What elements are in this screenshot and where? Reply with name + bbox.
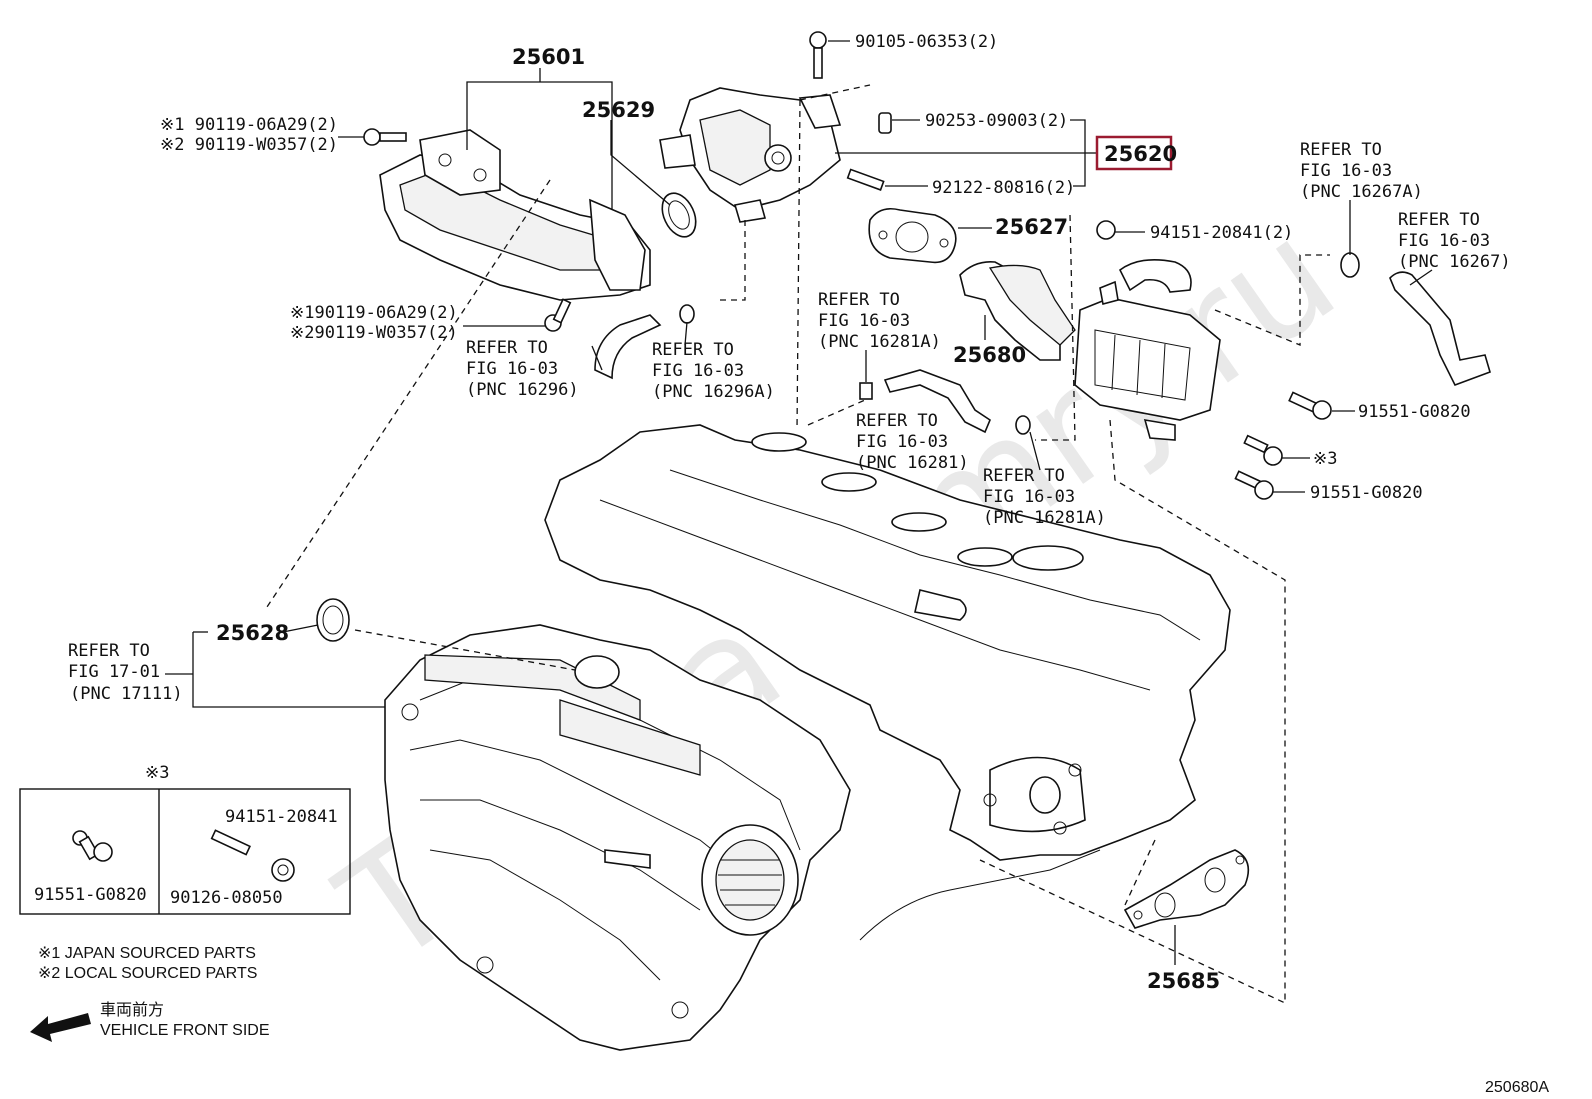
svg-text:(PNC 16296): (PNC 16296) bbox=[466, 380, 579, 400]
svg-text:FIG 16-03: FIG 16-03 bbox=[466, 359, 558, 379]
legend: ※1 JAPAN SOURCED PARTS ※2 LOCAL SOURCED … bbox=[30, 945, 270, 1042]
refer-16267a: REFER TO FIG 16-03 (PNC 16267A) bbox=[1300, 140, 1423, 202]
label-90253: 90253-09003(2) bbox=[925, 111, 1068, 131]
svg-text:(PNC 16296A): (PNC 16296A) bbox=[652, 382, 775, 402]
callout-25627: 25627 bbox=[995, 215, 1068, 239]
gasket-25685 bbox=[1123, 849, 1250, 929]
svg-text:REFER TO: REFER TO bbox=[1300, 140, 1382, 160]
label-90105: 90105-06353(2) bbox=[855, 32, 998, 52]
svg-text:90126-08050: 90126-08050 bbox=[170, 888, 283, 908]
note-box-3: ※3 91551-G0820 94151-20841 90126-08050 bbox=[19, 763, 351, 915]
label-mark3: ※3 bbox=[1313, 449, 1337, 469]
figure-id: 250680A bbox=[1485, 1079, 1549, 1096]
svg-text:FIG 16-03: FIG 16-03 bbox=[983, 487, 1075, 507]
svg-text:FIG 16-03: FIG 16-03 bbox=[856, 432, 948, 452]
egr-pipe-25680 bbox=[959, 260, 1076, 361]
svg-text:FIG 16-03: FIG 16-03 bbox=[1398, 231, 1490, 251]
engine-head-outline bbox=[544, 424, 1231, 941]
svg-text:REFER TO: REFER TO bbox=[652, 340, 734, 360]
refer-16281a-top: REFER TO FIG 16-03 (PNC 16281A) bbox=[818, 290, 941, 352]
svg-text:VEHICLE FRONT SIDE: VEHICLE FRONT SIDE bbox=[100, 1022, 270, 1039]
bolt-icons bbox=[363, 31, 1332, 500]
svg-text:※1 JAPAN SOURCED PARTS: ※1 JAPAN SOURCED PARTS bbox=[38, 945, 256, 962]
svg-text:FIG 16-03: FIG 16-03 bbox=[1300, 161, 1392, 181]
gasket-25627 bbox=[868, 207, 957, 264]
callout-25680: 25680 bbox=[953, 343, 1026, 367]
label-92122: 92122-80816(2) bbox=[932, 178, 1075, 198]
svg-text:REFER TO: REFER TO bbox=[818, 290, 900, 310]
svg-text:(PNC 16267A): (PNC 16267A) bbox=[1300, 182, 1423, 202]
svg-text:REFER TO: REFER TO bbox=[983, 466, 1065, 486]
svg-text:(PNC 16267): (PNC 16267) bbox=[1398, 252, 1511, 272]
front-arrow-icon bbox=[30, 1013, 91, 1042]
hose-16296 bbox=[594, 314, 662, 380]
svg-text:(PNC 16281A): (PNC 16281A) bbox=[983, 508, 1106, 528]
refer-16267: REFER TO FIG 16-03 (PNC 16267) bbox=[1398, 210, 1511, 272]
label-91551-b: 91551-G0820 bbox=[1310, 483, 1423, 503]
clamps bbox=[679, 252, 1360, 435]
hose-16267 bbox=[1389, 271, 1491, 386]
refer-to-notes: REFER TO FIG 16-03 (PNC 16296) REFER TO … bbox=[68, 140, 1511, 704]
svg-text:(PNC 16281): (PNC 16281) bbox=[856, 453, 969, 473]
label-bolt-low-1: ※190119-06A29(2) bbox=[290, 303, 458, 323]
svg-text:REFER TO: REFER TO bbox=[68, 641, 150, 661]
svg-text:94151-20841: 94151-20841 bbox=[225, 807, 338, 827]
label-bolt-top-2: ※2 90119-W0357(2) bbox=[160, 135, 338, 155]
svg-text:FIG 16-03: FIG 16-03 bbox=[818, 311, 910, 331]
box-stud-icon bbox=[210, 829, 251, 856]
label-bolt-top-1: ※1 90119-06A29(2) bbox=[160, 115, 338, 135]
svg-text:※2 LOCAL SOURCED PARTS: ※2 LOCAL SOURCED PARTS bbox=[38, 965, 257, 982]
egr-pipe-25601 bbox=[379, 129, 651, 301]
refer-16281a-bottom: REFER TO FIG 16-03 (PNC 16281A) bbox=[983, 466, 1106, 528]
label-94151: 94151-20841(2) bbox=[1150, 223, 1293, 243]
svg-text:REFER TO: REFER TO bbox=[466, 338, 548, 358]
callout-25601: 25601 bbox=[512, 45, 585, 69]
svg-text:91551-G0820: 91551-G0820 bbox=[34, 885, 147, 905]
box-bolt-icon bbox=[72, 830, 113, 862]
gasket-25628 bbox=[316, 598, 350, 642]
callout-25685: 25685 bbox=[1147, 969, 1220, 993]
callout-25629: 25629 bbox=[582, 98, 655, 122]
svg-text:(PNC 17111): (PNC 17111) bbox=[70, 684, 183, 704]
highlight-box-25620 bbox=[1095, 135, 1173, 171]
svg-text:※3: ※3 bbox=[145, 763, 169, 783]
hose-16281 bbox=[883, 369, 991, 434]
refer-17111: REFER TO FIG 17-01 (PNC 17111) bbox=[68, 641, 183, 704]
gasket-25629 bbox=[661, 192, 697, 238]
svg-text:(PNC 16281A): (PNC 16281A) bbox=[818, 332, 941, 352]
svg-text:REFER TO: REFER TO bbox=[856, 411, 938, 431]
intake-manifold bbox=[384, 624, 851, 1051]
assembly-lines bbox=[264, 84, 1330, 1005]
svg-text:車両前方: 車両前方 bbox=[100, 1001, 164, 1019]
box-nut-icon bbox=[271, 858, 295, 882]
callout-25628: 25628 bbox=[216, 621, 289, 645]
svg-text:FIG 16-03: FIG 16-03 bbox=[652, 361, 744, 381]
callout-25620[interactable]: 25620 bbox=[1104, 142, 1177, 166]
refer-16296a: REFER TO FIG 16-03 (PNC 16296A) bbox=[652, 340, 775, 402]
label-91551-a: 91551-G0820 bbox=[1358, 402, 1471, 422]
label-bolt-low-2: ※290119-W0357(2) bbox=[290, 323, 458, 343]
svg-text:REFER TO: REFER TO bbox=[1398, 210, 1480, 230]
refer-16281: REFER TO FIG 16-03 (PNC 16281) bbox=[856, 411, 969, 473]
svg-text:FIG 17-01: FIG 17-01 bbox=[68, 662, 160, 682]
egr-cooler bbox=[1074, 259, 1221, 441]
egr-valve-25620 bbox=[659, 87, 842, 223]
leader-lines bbox=[165, 40, 1433, 965]
refer-16296: REFER TO FIG 16-03 (PNC 16296) bbox=[466, 338, 579, 400]
part-number-labels: 25601 25629 25627 25680 25628 25685 2562… bbox=[160, 32, 1471, 993]
